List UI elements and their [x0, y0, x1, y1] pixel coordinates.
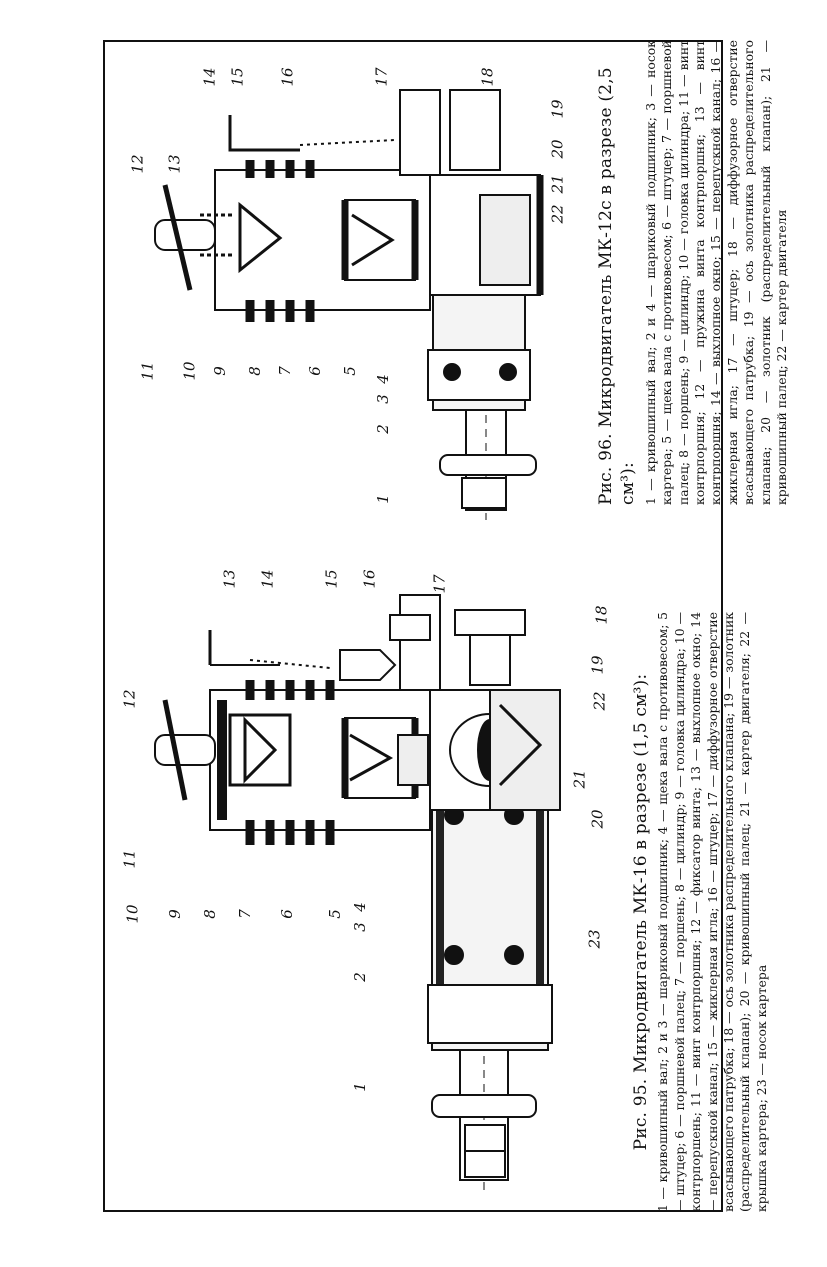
callout-95-18: 18	[592, 605, 611, 625]
callout-96-7: 7	[275, 366, 294, 376]
callout-95-15: 15	[322, 569, 341, 589]
callout-95-12: 12	[120, 689, 139, 709]
callout-96-3: 3	[373, 394, 392, 404]
callout-96-20: 20	[548, 139, 567, 159]
callout-96-5: 5	[340, 366, 359, 376]
callout-96-1: 1	[373, 494, 392, 504]
callout-96-9: 9	[210, 366, 229, 376]
callout-96-10: 10	[180, 361, 199, 381]
callout-96-16: 16	[278, 67, 297, 87]
callout-95-1: 1	[350, 1082, 369, 1092]
figures-frame	[103, 40, 723, 1212]
callout-96-22: 22	[548, 204, 567, 224]
callout-95-5: 5	[325, 909, 344, 919]
callout-95-11: 11	[120, 849, 139, 869]
callout-95-9: 9	[165, 909, 184, 919]
callout-95-16: 16	[360, 569, 379, 589]
prop-washer	[431, 1094, 537, 1118]
callout-95-3: 3	[350, 922, 369, 932]
callout-95-13: 13	[220, 569, 239, 589]
callout-95-6: 6	[277, 909, 296, 919]
callout-96-13: 13	[165, 154, 184, 174]
callout-96-21: 21	[548, 174, 567, 194]
engine-mk16-drawing	[154, 594, 561, 1195]
figure-95-legend: 1 — кривошипный вал; 2 и 3 — шариковый п…	[655, 612, 769, 1212]
figure-95-caption: Рис. 95. Микродвигатель МК-16 в разрезе …	[630, 612, 770, 1212]
callout-95-2: 2	[350, 972, 369, 982]
callout-95-20: 20	[588, 809, 607, 829]
figure-96-caption: Рис. 96. Микродвигатель МК-12с в разрезе…	[595, 40, 790, 505]
figure-96-title: Рис. 96. Микродвигатель МК-12с в разрезе…	[596, 67, 639, 505]
callout-95-8: 8	[200, 909, 219, 919]
callout-96-12: 12	[128, 154, 147, 174]
callout-95-21: 21	[570, 769, 589, 789]
callout-95-4: 4	[350, 902, 369, 912]
callout-95-23: 23	[585, 929, 604, 949]
engine-mk12c-drawing	[154, 89, 544, 520]
figure-95-title: Рис. 95. Микродвигатель МК-16 в разрезе …	[631, 673, 651, 1151]
figure-96-legend: 1 — кривошипный вал; 2 и 4 — шариковый п…	[642, 40, 789, 505]
callout-96-6: 6	[305, 366, 324, 376]
callout-96-18: 18	[478, 67, 497, 87]
callout-96-19: 19	[548, 99, 567, 119]
callout-96-17: 17	[372, 67, 391, 87]
callout-96-4: 4	[373, 374, 392, 384]
callout-96-8: 8	[245, 366, 264, 376]
callout-96-15: 15	[228, 67, 247, 87]
callout-96-11: 11	[138, 361, 157, 381]
callout-95-19: 19	[588, 655, 607, 675]
callout-95-7: 7	[235, 909, 254, 919]
callout-95-17: 17	[430, 574, 449, 594]
callout-95-14: 14	[258, 569, 277, 589]
callout-96-2: 2	[373, 424, 392, 434]
callout-95-22: 22	[590, 691, 609, 711]
callout-96-14: 14	[200, 67, 219, 87]
callout-95-10: 10	[123, 904, 142, 924]
